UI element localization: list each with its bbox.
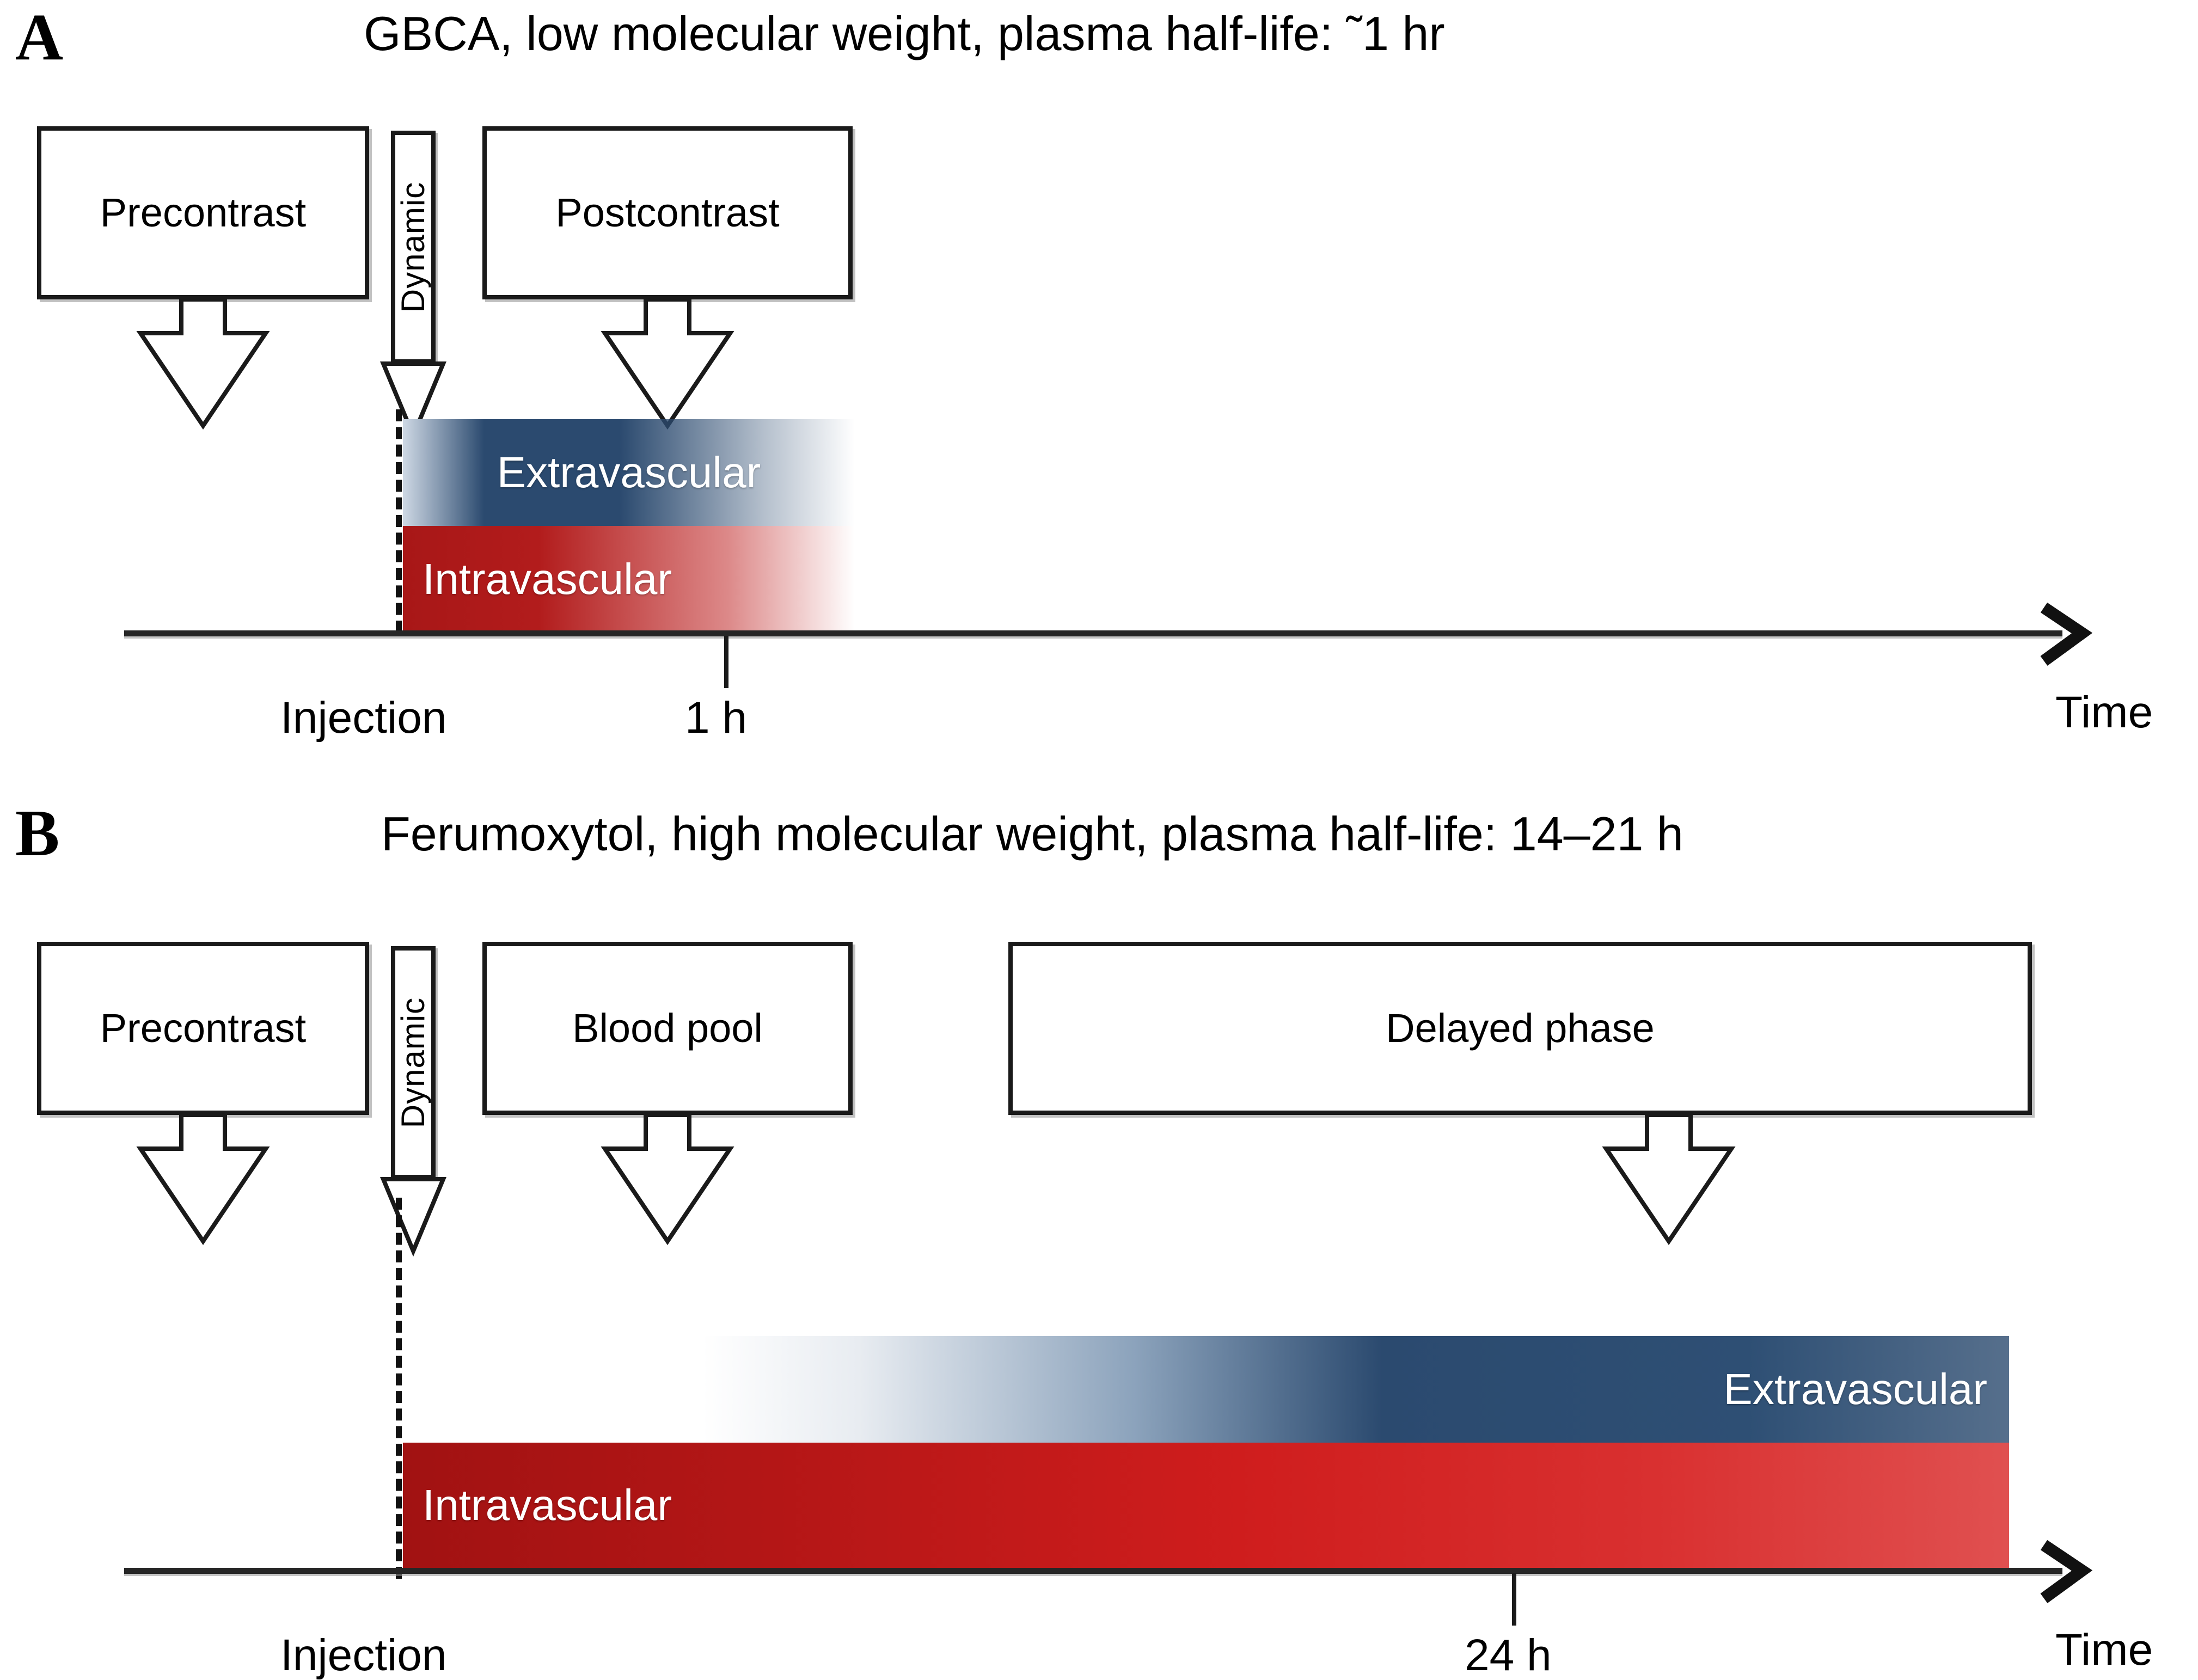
bar-label: Extravascular [497, 448, 761, 496]
bar-label: Intravascular [423, 1481, 672, 1529]
panel-a-letter: A [15, 1, 64, 74]
box-label: Precontrast [100, 190, 307, 235]
bar-intravascular-a: Intravascular [403, 526, 855, 633]
axis-marker-label-1h-a: 1 h [685, 693, 747, 743]
box-label: Dynamic [395, 997, 431, 1129]
panel-a-title: GBCA, low molecular weight, plasma half-… [364, 7, 1445, 60]
axis-title-time-b: Time [2055, 1625, 2153, 1675]
panel-b-letter: B [15, 796, 60, 870]
bar-extravascular-b: Extravascular [702, 1336, 2009, 1443]
box-precontrast-a[interactable]: Precontrast [37, 126, 369, 430]
panel-b-title: Ferumoxytol, high molecular weight, plas… [381, 807, 1683, 861]
axis-marker-label-24h-b: 24 h [1465, 1630, 1552, 1680]
box-outline [1008, 942, 2032, 1115]
box-label: Dynamic [395, 181, 431, 313]
axis-marker-label-injection-b: Injection [280, 1630, 447, 1680]
panel-b: B Ferumoxytol, high molecular weight, pl… [0, 784, 2198, 1678]
bar-label: Intravascular [423, 555, 672, 603]
box-label: Delayed phase [1386, 1005, 1655, 1051]
bar-extravascular-a: Extravascular [403, 419, 855, 526]
box-outline [391, 131, 436, 364]
down-arrow-icon [121, 1113, 285, 1251]
down-arrow-icon [586, 297, 749, 436]
axis-marker-label-injection-a: Injection [280, 693, 447, 743]
box-label: Blood pool [572, 1005, 763, 1051]
injection-marker-line-a [396, 409, 402, 633]
box-label: Precontrast [100, 1005, 307, 1051]
box-precontrast-b[interactable]: Precontrast [37, 942, 369, 1246]
box-postcontrast-a[interactable]: Postcontrast [482, 126, 853, 430]
down-arrow-icon [380, 361, 446, 445]
injection-marker-line-b [396, 1198, 402, 1579]
tick-1h-a [724, 636, 728, 688]
box-outline [37, 126, 369, 299]
axis-title-time-a: Time [2055, 688, 2153, 737]
down-arrow-icon [380, 1177, 446, 1261]
box-delayed-phase-b[interactable]: Delayed phase [1008, 942, 2032, 1246]
box-dynamic-a[interactable]: Dynamic [380, 131, 446, 442]
box-outline [482, 126, 853, 299]
axis-arrowhead-icon [2036, 602, 2096, 667]
tick-24h-b [1512, 1573, 1516, 1626]
down-arrow-icon [586, 1113, 749, 1251]
time-axis-a [124, 630, 2062, 636]
bar-label: Extravascular [1723, 1365, 1987, 1413]
panel-a: A GBCA, low molecular weight, plasma hal… [0, 0, 2198, 784]
down-arrow-icon [1587, 1113, 1750, 1251]
axis-arrowhead-icon [2036, 1540, 2096, 1605]
down-arrow-icon [121, 297, 285, 436]
box-dynamic-b[interactable]: Dynamic [380, 946, 446, 1257]
box-outline [37, 942, 369, 1115]
box-outline [482, 942, 853, 1115]
bar-intravascular-b: Intravascular [403, 1443, 2009, 1568]
box-blood-pool-b[interactable]: Blood pool [482, 942, 853, 1246]
box-label: Postcontrast [555, 190, 780, 235]
